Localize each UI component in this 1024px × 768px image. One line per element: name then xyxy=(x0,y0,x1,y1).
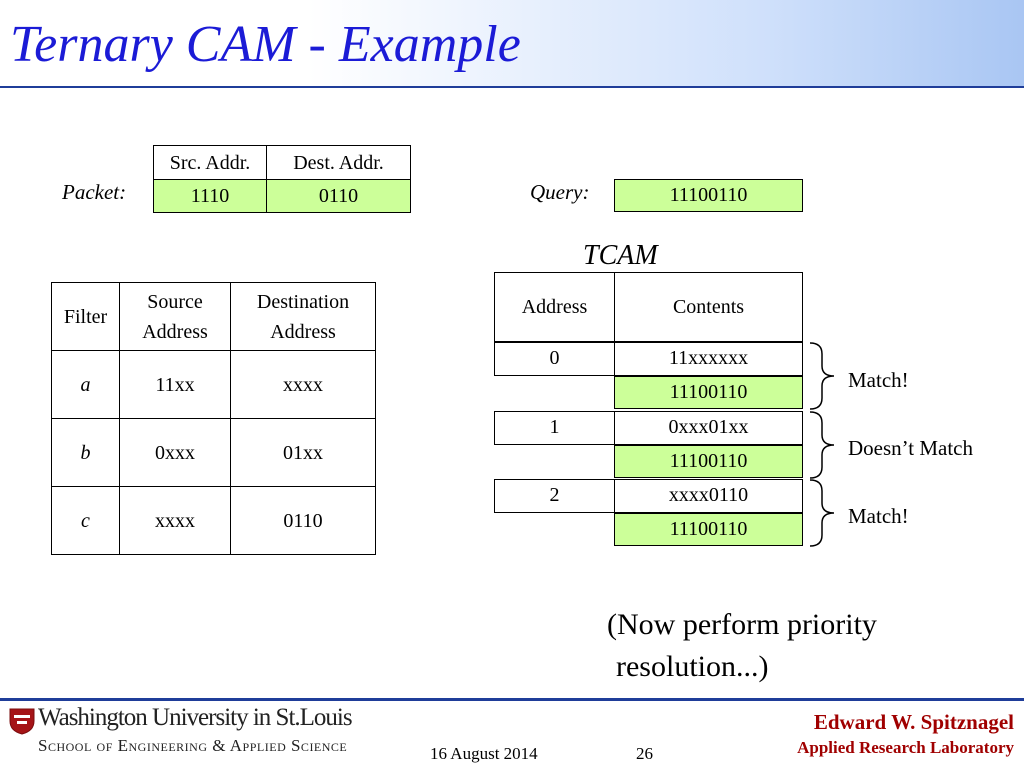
filter-dest: 0110 xyxy=(230,486,376,555)
match-result: Match! xyxy=(848,504,909,528)
packet-header-src: Src. Addr. xyxy=(153,145,267,180)
tcam-entry: 1 0xxx01xx xyxy=(494,411,803,445)
lab-name: Applied Research Laboratory xyxy=(797,738,1014,757)
packet-header-dest: Dest. Addr. xyxy=(266,145,411,180)
tcam-address: 1 xyxy=(495,412,615,444)
tcam-header-address: Address xyxy=(495,273,615,341)
filter-name: c xyxy=(51,486,120,555)
tcam-contents: 11xxxxxx xyxy=(668,347,749,369)
table-row: b 0xxx 01xx xyxy=(51,418,376,487)
footer-date: 16 August 2014 xyxy=(430,744,538,763)
tcam-query: 11100110 xyxy=(614,376,803,409)
university-shield-icon xyxy=(9,708,35,735)
tcam-entry: 2 xxxx0110 xyxy=(494,479,803,513)
footer-rule xyxy=(0,698,1024,701)
tcam-address: 2 xyxy=(495,480,615,512)
author-name: Edward W. Spitznagel xyxy=(813,710,1014,734)
filter-source: 11xx xyxy=(119,350,231,419)
tcam-query: 11100110 xyxy=(614,513,803,546)
note-line-1: (Now perform priority xyxy=(607,608,877,641)
tcam-title: TCAM xyxy=(583,240,658,271)
query-value: 11100110 xyxy=(614,179,803,212)
tcam-address: 0 xyxy=(495,343,615,375)
filter-source: 0xxx xyxy=(119,418,231,487)
filter-dest: xxxx xyxy=(230,350,376,419)
filter-source: xxxx xyxy=(119,486,231,555)
title-band xyxy=(0,0,1024,86)
tcam-entry: 0 11xxxxxx xyxy=(494,342,803,376)
page-number: 26 xyxy=(636,744,653,763)
brace-icon xyxy=(809,342,835,410)
tcam-contents: 0xxx01xx xyxy=(668,416,749,438)
filter-name: a xyxy=(51,350,120,419)
packet-dest-value: 0110 xyxy=(266,179,411,213)
brace-icon xyxy=(809,411,835,479)
packet-src-value: 1110 xyxy=(153,179,267,213)
match-result: Doesn’t Match xyxy=(848,436,974,460)
table-row: a 11xx xxxx xyxy=(51,350,376,419)
packet-label: Packet: xyxy=(62,180,127,204)
school-name: School of Engineering & Applied Science xyxy=(38,736,348,755)
note-line-2: resolution...) xyxy=(616,650,769,683)
tcam-header-contents: Contents xyxy=(672,296,745,318)
filter-name: b xyxy=(51,418,120,487)
tcam-header: Address Contents xyxy=(494,272,803,342)
packet-table: Src. Addr. Dest. Addr. 1110 0110 xyxy=(153,145,411,213)
brace-icon xyxy=(809,479,835,547)
title-rule xyxy=(0,86,1024,88)
filter-header-source: Source Address xyxy=(119,282,231,351)
university-name: Washington University in St.Louis xyxy=(38,704,353,731)
filter-table: Filter Source Address Destination Addres… xyxy=(51,282,376,555)
tcam-contents: xxxx0110 xyxy=(668,484,749,506)
slide-title: Ternary CAM - Example xyxy=(10,16,521,73)
query-label: Query: xyxy=(530,180,590,204)
match-result: Match! xyxy=(848,368,909,392)
filter-header-dest: Destination Address xyxy=(230,282,376,351)
table-row: c xxxx 0110 xyxy=(51,486,376,555)
filter-dest: 01xx xyxy=(230,418,376,487)
tcam-query: 11100110 xyxy=(614,445,803,478)
filter-header-filter: Filter xyxy=(51,282,120,351)
